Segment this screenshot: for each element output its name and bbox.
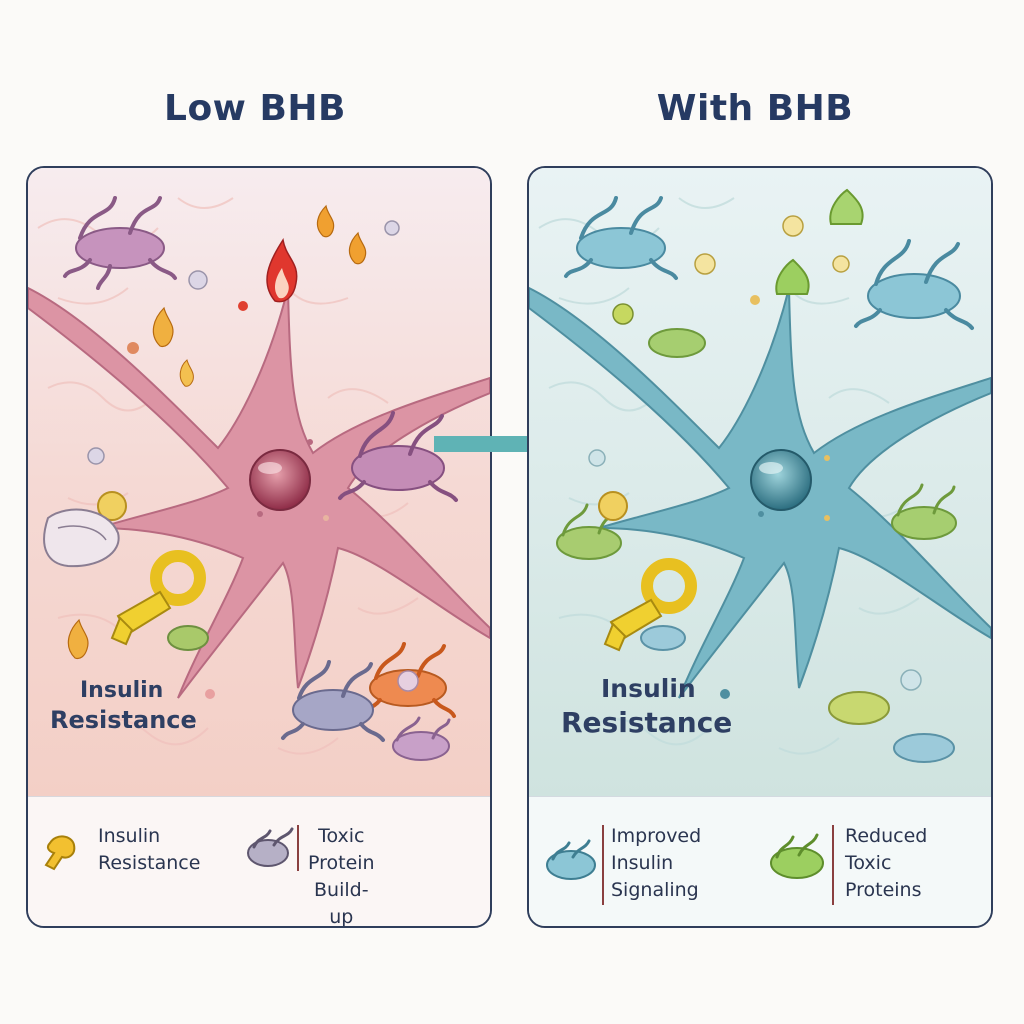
legend-text: Reduced Toxic Proteins xyxy=(845,825,928,901)
toxic-protein-icon xyxy=(247,825,299,871)
insulin-key xyxy=(110,550,206,646)
neuron-cell-left xyxy=(28,286,490,699)
neuron-cell-right xyxy=(529,286,991,699)
title-with-bhb: With BHB xyxy=(656,88,854,129)
inflammation-flame-icons xyxy=(67,204,367,660)
healthy-protein-clusters xyxy=(556,188,974,763)
receptor-icon xyxy=(546,825,604,905)
molecule-bubbles xyxy=(588,215,922,699)
low-bhb-illustration xyxy=(28,168,490,798)
legend-with-bhb: Improved Insulin Signaling Reduced Toxic… xyxy=(529,796,991,926)
legend-text: Insulin Resistance xyxy=(98,825,201,874)
insulin-resistance-label-line2: Resistance xyxy=(561,706,733,739)
nucleus xyxy=(249,449,311,511)
insulin-key xyxy=(603,558,697,652)
insulin-key-icon xyxy=(44,835,76,871)
nucleus xyxy=(750,449,812,511)
insulin-resistance-label-line1: Insulin xyxy=(80,678,164,703)
with-bhb-illustration xyxy=(529,168,991,798)
title-low-bhb: Low BHB xyxy=(164,88,346,129)
legend-text: Toxic Protein Build-up xyxy=(308,825,375,928)
legend-low-bhb: Insulin Resistance Toxic Protein Build-u… xyxy=(28,796,490,928)
damaged-cell-fragment xyxy=(43,508,120,568)
panel-with-bhb: Insulin Resistance Improved Insulin Sign… xyxy=(527,166,993,928)
molecule-bubbles xyxy=(87,220,419,699)
cleared-protein-icon xyxy=(770,825,834,905)
insulin-resistance-label-line2: Resistance xyxy=(50,706,197,734)
toxic-protein-clusters xyxy=(63,196,458,761)
legend-text: Improved Insulin Signaling xyxy=(611,825,702,901)
insulin-resistance-label-line1: Insulin xyxy=(601,674,696,703)
panel-low-bhb: Insulin Resistance Insulin Resistance To… xyxy=(26,166,492,928)
